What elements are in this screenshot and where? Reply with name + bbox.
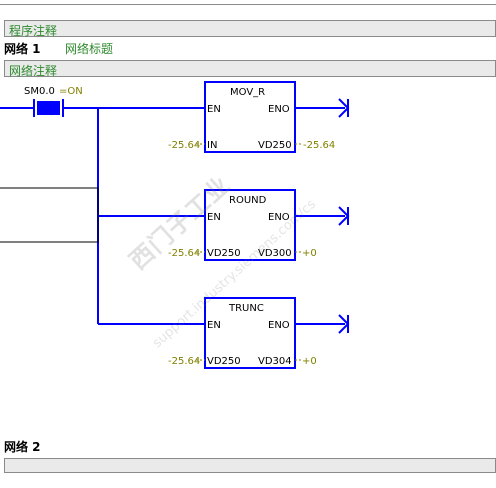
- block-round[interactable]: ROUND EN ENO VD250 VD300 -25.64 +0: [168, 189, 317, 261]
- block-trunc-en: EN: [207, 320, 221, 331]
- block-trunc-in-value: -25.64: [168, 356, 200, 367]
- network-comment-bar[interactable]: 网络注释: [4, 60, 496, 78]
- block-round-out-value: +0: [302, 248, 317, 259]
- block-round-in-pin: VD250: [207, 248, 241, 259]
- block-round-out-pin: VD300: [258, 248, 292, 259]
- editor-top-border: [0, 4, 496, 5]
- block-trunc-out-value: +0: [302, 356, 317, 367]
- block-mov-r-eno: ENO: [268, 104, 290, 115]
- block-mov-r-in-pin: IN: [207, 140, 217, 151]
- program-comment-bar[interactable]: 程序注释: [4, 20, 496, 38]
- block-round-name: ROUND: [229, 195, 267, 206]
- empty-network-box: [0, 187, 99, 243]
- network-2-comment-bar[interactable]: [4, 458, 496, 473]
- block-mov-r-name: MOV_R: [230, 87, 265, 98]
- block-mov-r-in-value: -25.64: [168, 140, 200, 151]
- block-mov-r-out-pin: VD250: [258, 140, 292, 151]
- network-2-title[interactable]: 网络 2: [4, 440, 41, 454]
- block-round-eno: ENO: [268, 212, 290, 223]
- program-comment-label: 程序注释: [9, 24, 58, 38]
- block-trunc-eno: ENO: [268, 320, 290, 331]
- block-mov-r-en: EN: [207, 104, 221, 115]
- block-trunc-in-pin: VD250: [207, 356, 241, 367]
- block-mov-r-out-value: -25.64: [303, 140, 335, 151]
- network-1-title[interactable]: 网络 1: [4, 42, 41, 56]
- contact-label: SM0.0: [24, 86, 55, 97]
- block-trunc[interactable]: TRUNC EN ENO VD250 VD304 -25.64 +0: [168, 297, 317, 369]
- contact-state: =ON: [59, 86, 83, 97]
- network-1-comment[interactable]: 网络标题: [65, 42, 114, 56]
- block-trunc-out-pin: VD304: [258, 356, 292, 367]
- block-trunc-name: TRUNC: [228, 303, 264, 314]
- block-mov-r[interactable]: MOV_R EN ENO IN VD250 -25.64 -25.64: [168, 81, 335, 153]
- block-round-en: EN: [207, 212, 221, 223]
- contact-sm0-0[interactable]: SM0.0 =ON: [24, 86, 83, 117]
- block-round-in-value: -25.64: [168, 248, 200, 259]
- network-comment-label: 网络注释: [9, 64, 58, 78]
